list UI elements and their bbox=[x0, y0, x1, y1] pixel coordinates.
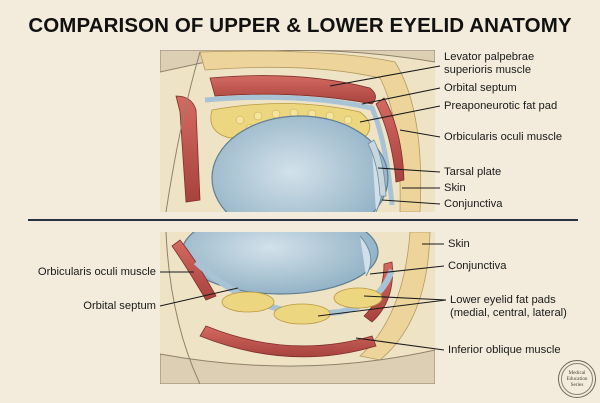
seal-line1: Medical bbox=[568, 370, 586, 376]
upper-orbital-septum bbox=[204, 94, 395, 206]
label-levator-line2: superioris muscle bbox=[444, 64, 532, 76]
section-divider bbox=[28, 219, 578, 221]
label-lower-skin: Skin bbox=[448, 238, 470, 250]
leader-fat-pads-a bbox=[363, 295, 447, 301]
leader-upper-conjunctiva bbox=[381, 199, 441, 205]
lower-orbicularis-left bbox=[171, 239, 217, 301]
label-upper-orbicularis: Orbicularis oculi muscle bbox=[444, 131, 563, 143]
leader-preaponeurotic bbox=[359, 105, 441, 123]
label-upper-conjunctiva: Conjunctiva bbox=[444, 198, 503, 210]
label-lower-orbicularis: Orbicularis oculi muscle bbox=[37, 266, 156, 278]
seal-line3: Series bbox=[570, 382, 584, 388]
label-inferior-oblique: Inferior oblique muscle bbox=[448, 344, 561, 356]
leader-upper-septum bbox=[361, 87, 441, 105]
leader-inferior-oblique bbox=[355, 337, 445, 351]
leader-tarsal bbox=[377, 167, 441, 173]
label-fat-pads-line2: (medial, central, lateral) bbox=[450, 307, 567, 319]
leader-levator bbox=[329, 65, 441, 87]
lower-fat-pad-central bbox=[273, 303, 331, 325]
lower-fat-pad-medial bbox=[221, 291, 275, 313]
label-fat-pads-line1: Lower eyelid fat pads bbox=[450, 294, 556, 306]
medical-education-seal: Medical Education Series bbox=[558, 360, 596, 398]
lower-cornea bbox=[359, 235, 372, 277]
label-lower-conjunctiva: Conjunctiva bbox=[448, 260, 507, 272]
label-preaponeurotic-fat: Preaponeurotic fat pad bbox=[444, 100, 558, 112]
upper-skin-layer bbox=[199, 50, 422, 212]
page-title: COMPARISON OF UPPER & LOWER EYELID ANATO… bbox=[28, 14, 572, 37]
lower-eyeball bbox=[181, 232, 379, 295]
label-upper-skin: Skin bbox=[444, 182, 466, 194]
label-levator-line1: Levator palpebrae bbox=[444, 51, 535, 63]
lower-fat-pad-lateral bbox=[333, 287, 383, 309]
label-upper-orbital-septum: Orbital septum bbox=[444, 82, 517, 94]
label-lower-fat-pads: Lower eyelid fat pads (medial, central, … bbox=[450, 294, 567, 320]
upper-eyeball bbox=[211, 115, 389, 212]
label-tarsal-plate: Tarsal plate bbox=[444, 166, 502, 178]
seal-line2: Education bbox=[566, 376, 588, 382]
upper-tarsal-plate bbox=[367, 139, 387, 197]
upper-left-contour bbox=[165, 51, 201, 213]
leader-lower-conjunctiva bbox=[369, 265, 445, 275]
leader-lower-septum bbox=[159, 287, 239, 307]
lower-orbital-bone bbox=[160, 349, 435, 384]
upper-orbicularis-muscle bbox=[375, 97, 405, 183]
leader-fat-pads-b bbox=[317, 299, 447, 317]
lower-left-contour bbox=[165, 231, 201, 385]
label-levator: Levator palpebrae superioris muscle bbox=[444, 51, 534, 77]
inferior-oblique-muscle bbox=[199, 325, 377, 358]
leader-upper-orbicularis bbox=[399, 129, 441, 138]
lower-orbicularis-right bbox=[363, 261, 393, 323]
label-lower-orbital-septum: Orbital septum bbox=[83, 300, 156, 312]
levator-muscle bbox=[209, 75, 376, 105]
